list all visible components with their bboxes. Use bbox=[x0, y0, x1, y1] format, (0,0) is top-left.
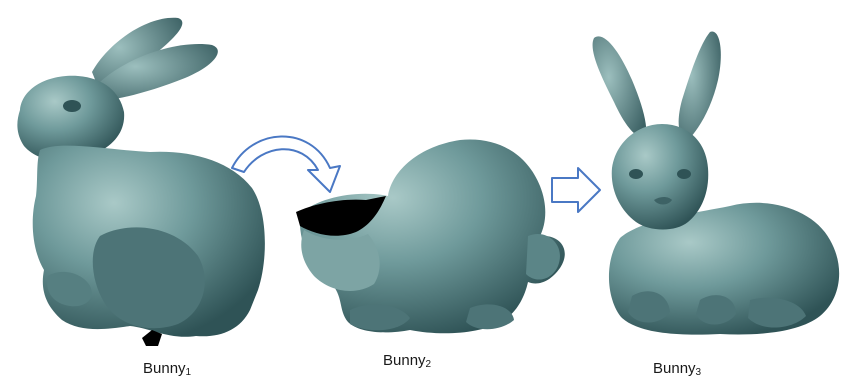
bunny-3-head bbox=[612, 124, 709, 230]
bunny-1-eye bbox=[63, 100, 81, 112]
bunny-3-ear-right bbox=[679, 32, 721, 140]
bunny-3-mesh bbox=[593, 32, 840, 335]
caption-bunny-3: Bunny3 bbox=[653, 360, 701, 378]
bunny-1-mesh bbox=[17, 18, 265, 346]
bunny-3-eye-left bbox=[629, 169, 643, 179]
bunny-3-eye-right bbox=[677, 169, 691, 179]
caption-bunny-2: Bunny2 bbox=[383, 352, 431, 370]
bunny-3-ear-left bbox=[593, 36, 647, 138]
caption-bunny-1: Bunny1 bbox=[143, 360, 191, 378]
right-arrow-icon bbox=[552, 168, 600, 212]
